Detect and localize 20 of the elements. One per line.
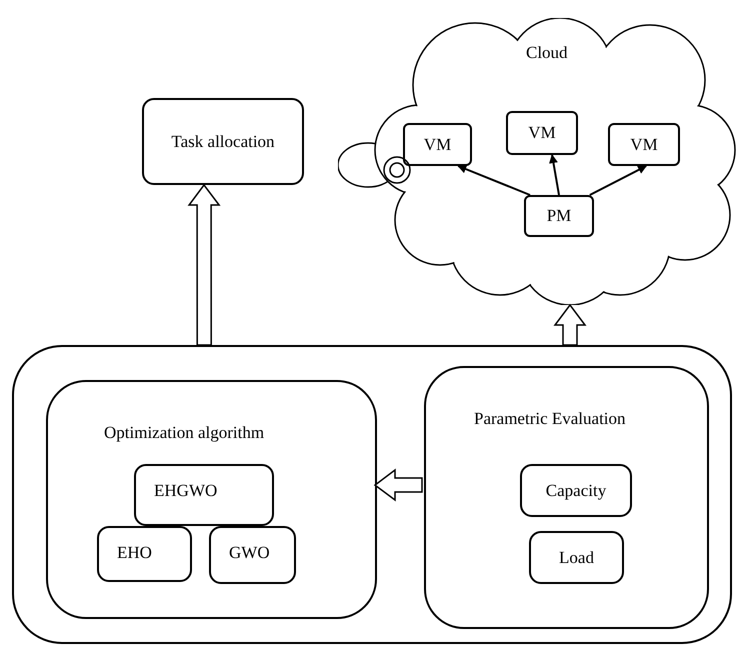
block-arrow — [188, 184, 221, 346]
arrow — [549, 154, 560, 196]
node-label: Optimization algorithm — [104, 423, 264, 442]
block-arrow — [554, 304, 586, 346]
node-label: EHGWO — [154, 481, 218, 500]
node-label: EHO — [117, 543, 152, 562]
node-label: PM — [546, 205, 572, 227]
node-label: VM — [424, 134, 452, 156]
arrow — [457, 164, 530, 196]
arrow — [589, 165, 647, 196]
container-box — [12, 345, 732, 644]
node-label: VM — [630, 134, 658, 156]
node-label: GWO — [229, 543, 270, 562]
node-label: Capacity — [546, 480, 606, 502]
node-label: Load — [559, 546, 594, 568]
node-label: VM — [528, 122, 556, 144]
node-label: Cloud — [526, 43, 568, 62]
node-label: Task allocation — [171, 130, 275, 152]
block-arrow — [374, 468, 423, 502]
node-label: Parametric Evaluation — [474, 409, 626, 428]
